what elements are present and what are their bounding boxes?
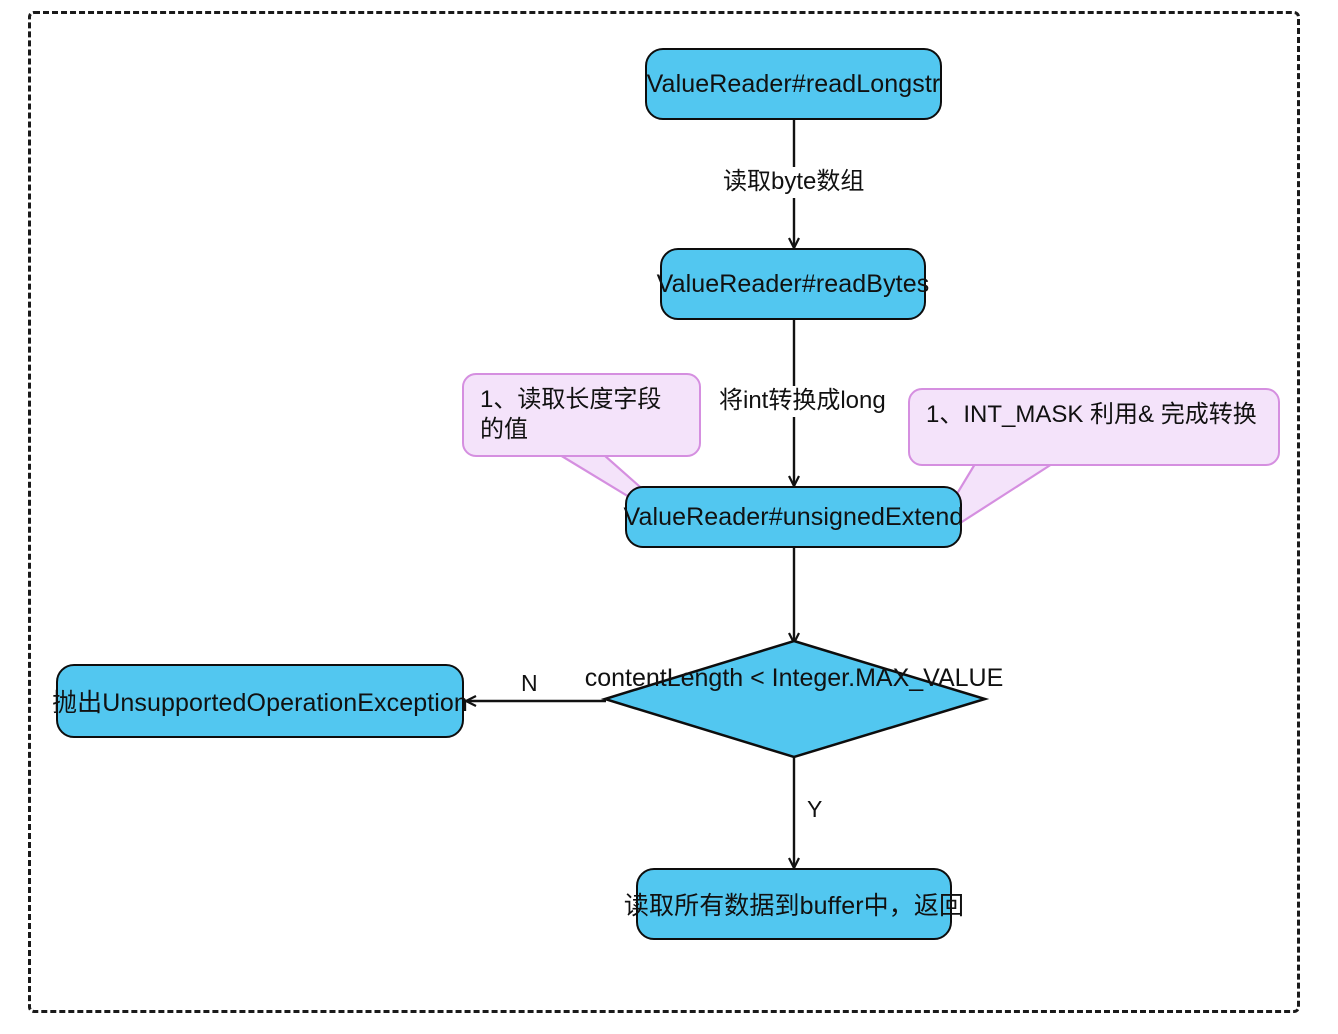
node-label: 抛出UnsupportedOperationException — [52, 689, 468, 717]
node-label: ValueReader#readBytes — [656, 269, 930, 298]
node-read-all-to-buffer[interactable]: 读取所有数据到buffer中，返回 — [624, 868, 964, 940]
node-label: ValueReader#unsignedExtend — [623, 502, 964, 531]
diagram-frame — [28, 11, 1300, 1013]
edge-label-read-byte-array: 读取byte数组 — [718, 167, 870, 198]
edge-label-no: N — [516, 669, 543, 699]
node-label: ValueReader#readLongstr — [646, 69, 941, 98]
decision-label-text: contentLength < Integer.MAX_VALUE — [584, 664, 1004, 692]
node-label: 读取所有数据到buffer中，返回 — [623, 892, 965, 920]
edge-label-int-to-long: 将int转换成long — [714, 386, 891, 417]
node-throw-exception[interactable]: 抛出UnsupportedOperationException — [52, 664, 468, 738]
edge-label-yes: Y — [802, 795, 828, 825]
note-read-length-field[interactable]: 1、读取长度字段的值 — [462, 373, 701, 457]
node-read-bytes[interactable]: ValueReader#readBytes — [657, 248, 929, 320]
node-unsigned-extend[interactable]: ValueReader#unsignedExtend — [623, 486, 964, 548]
note-text: 1、读取长度字段的值 — [480, 386, 662, 443]
node-read-longstr[interactable]: ValueReader#readLongstr — [645, 48, 942, 120]
note-text: 1、INT_MASK 利用& 完成转换 — [926, 401, 1257, 428]
decision-label: contentLength < Integer.MAX_VALUE — [560, 664, 1028, 693]
note-int-mask-convert[interactable]: 1、INT_MASK 利用& 完成转换 — [908, 388, 1280, 466]
